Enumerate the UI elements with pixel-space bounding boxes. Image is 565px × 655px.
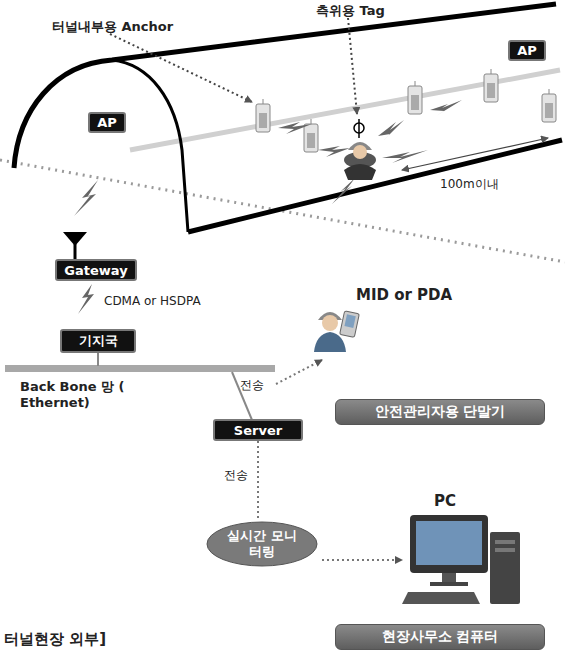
leader-line [348, 18, 357, 114]
network-label: CDMA or HSDPA [104, 294, 201, 308]
monitoring-ellipse: 실시간 모니터링 [206, 521, 318, 567]
node-text: 기지국 [79, 332, 118, 350]
node-text: 안전관리자용 단말기 [375, 403, 506, 421]
wire [97, 352, 99, 366]
transfer-arrow [322, 559, 402, 561]
tunnel-outline [14, 4, 556, 168]
tunnel-portal [112, 60, 188, 232]
transfer-arrow [276, 360, 322, 384]
node-text: 실시간 모니터링 [226, 528, 298, 559]
node-text: Gateway [64, 263, 127, 278]
pc-icon [402, 515, 520, 604]
antenna-symbol [63, 232, 87, 260]
anchor-label: 터널내부용 Anchor [52, 18, 173, 36]
node-text: Server [234, 423, 282, 438]
node-text: AP [97, 115, 117, 130]
tunnel-outline [188, 140, 562, 232]
node-text: 현장사무소 컴퓨터 [382, 628, 499, 646]
terminal-box: 안전관리자용 단말기 [335, 399, 545, 425]
base-station-box: 기지국 [60, 329, 136, 353]
dotted-connector [257, 441, 259, 521]
tunnel-floor [130, 70, 560, 150]
access-point: AP [508, 40, 546, 61]
tag-symbol [354, 119, 364, 138]
device-heading: MID or PDA [356, 286, 452, 304]
tag-label: 측위용 Tag [316, 2, 385, 20]
edge-label: 전송 [222, 467, 250, 484]
manager-icon [314, 311, 359, 352]
gateway-box: Gateway [55, 259, 137, 281]
worker-icon [344, 142, 376, 180]
office-pc-box: 현장사무소 컴퓨터 [335, 624, 545, 650]
backbone-label: Back Bone 망 ( Ethernet) [20, 379, 132, 412]
backbone-bar [5, 365, 275, 372]
server-box: Server [213, 419, 303, 441]
distance-label: 100m이내 [440, 176, 499, 193]
node-text: AP [517, 43, 537, 58]
wireless-signal [74, 100, 462, 314]
pc-heading: PC [434, 492, 456, 510]
anchor-device [256, 69, 556, 152]
area-heading: 터널현장 외부] [4, 630, 106, 649]
leader-line [110, 34, 252, 102]
access-point: AP [88, 112, 126, 133]
transfer-label: 전송 [240, 377, 264, 394]
ellipse-shape [207, 522, 317, 566]
dimension-arrow [402, 138, 548, 170]
